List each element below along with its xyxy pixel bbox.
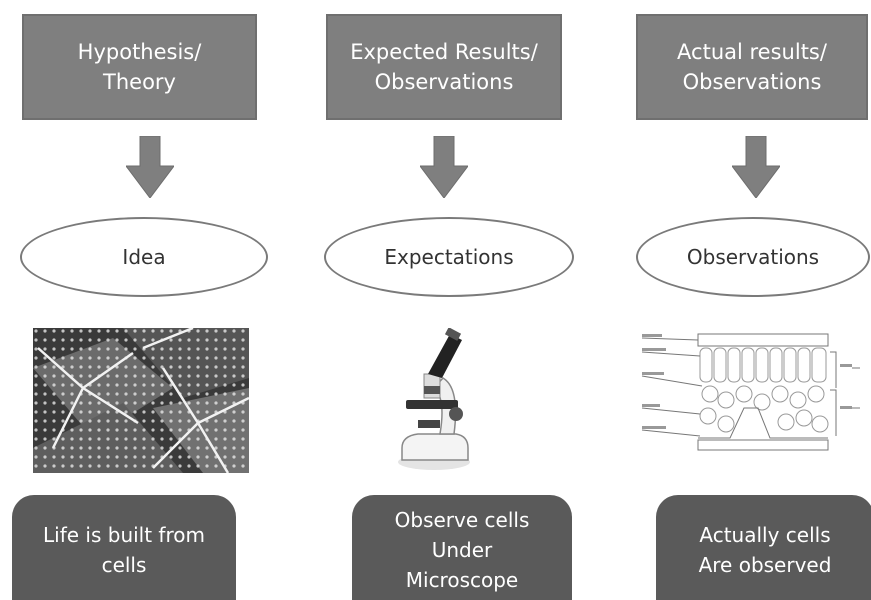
life-built-from-cells-box: Life is built from cells [12, 495, 236, 600]
actual-results-box: Actual results/ Observations [636, 14, 868, 120]
box-line: Expected Results/ [350, 39, 538, 64]
box-line: cells [101, 552, 147, 577]
leaf-cells-image [33, 328, 249, 473]
box-line: Microscope [405, 567, 519, 592]
down-arrow-icon [420, 136, 468, 198]
ellipse-label: Expectations [384, 245, 514, 269]
expectations-ellipse: Expectations [324, 217, 574, 297]
microscope-image [398, 328, 470, 470]
down-arrow-icon [126, 136, 174, 198]
box-line: Hypothesis/ [77, 39, 202, 64]
box-line: Are observed [698, 552, 832, 577]
box-line: Actual results/ [677, 39, 827, 64]
box-line: Observe cells [394, 507, 530, 532]
idea-ellipse: Idea [20, 217, 268, 297]
box-line: Life is built from [43, 522, 205, 547]
observe-cells-box: Observe cells Under Microscope [352, 495, 572, 600]
box-line: Actually cells [699, 522, 831, 547]
column-expected: Expected Results/ Observations Expectati… [290, 0, 580, 600]
box-line: Observations [374, 70, 514, 94]
column-actual: Actual results/ Observations Observation… [580, 0, 871, 600]
cells-observed-box: Actually cells Are observed [656, 495, 871, 600]
down-arrow-icon [732, 136, 780, 198]
hypothesis-theory-box: Hypothesis/ Theory [22, 14, 257, 120]
observations-ellipse: Observations [636, 217, 870, 297]
ellipse-label: Idea [122, 245, 166, 269]
expected-results-box: Expected Results/ Observations [326, 14, 562, 120]
box-line: Observations [682, 70, 822, 94]
leaf-cross-section-image [641, 333, 860, 451]
column-hypothesis: Hypothesis/ Theory Idea Life is built fr… [0, 0, 290, 600]
ellipse-label: Observations [686, 245, 820, 269]
box-line: Under [431, 537, 493, 562]
box-line: Theory [103, 70, 176, 94]
